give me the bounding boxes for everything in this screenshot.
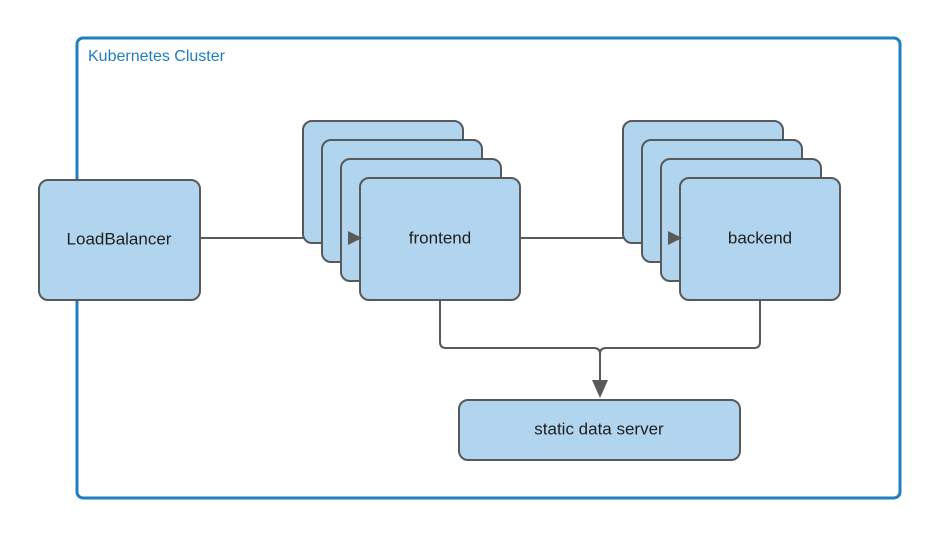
arrowhead-into-frontend-overlay [348, 231, 362, 245]
cluster-title-label: Kubernetes Cluster [88, 48, 226, 65]
node-frontend[interactable]: frontend [302, 120, 521, 301]
edge-backend-to-static-data-server[interactable] [599, 300, 761, 382]
arrowhead-into-static-data-server [592, 380, 608, 398]
loadbalancer-box[interactable] [38, 179, 201, 301]
node-backend[interactable]: backend [622, 120, 841, 301]
node-loadbalancer[interactable]: LoadBalancer [38, 179, 201, 301]
static-data-server-box[interactable] [458, 399, 741, 461]
backend-label: backend [728, 228, 792, 247]
arrowhead-into-backend-overlay [668, 231, 682, 245]
frontend-label: frontend [409, 228, 471, 247]
node-static-data-server[interactable]: static data server [458, 399, 741, 461]
loadbalancer-label: LoadBalancer [67, 229, 172, 248]
static-data-server-label: static data server [534, 419, 664, 438]
edge-frontend-to-static-data-server[interactable] [439, 300, 601, 382]
